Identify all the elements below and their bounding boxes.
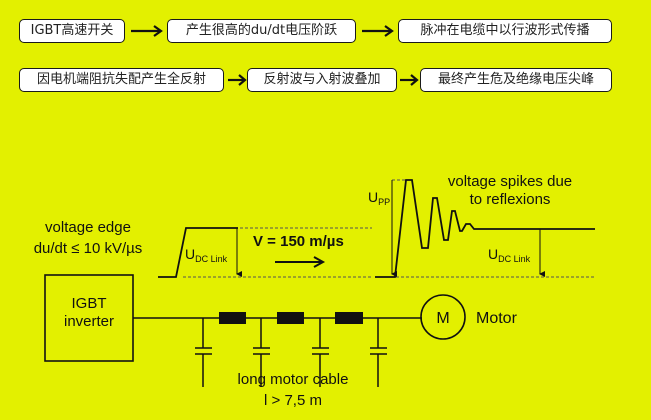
cable-inductance-2: [277, 312, 304, 324]
cable-capacitance-4: [370, 318, 387, 387]
arrow-right-icon: [362, 25, 394, 37]
motor-symbol: [420, 294, 466, 340]
voltage-edge-label: voltage edge: [45, 219, 131, 236]
flow-step-traveling-wave: 脉冲在电缆中以行波形式传播: [398, 19, 612, 43]
cable-inductance-1: [219, 312, 246, 324]
arrow-right-icon: [131, 25, 163, 37]
cable-length-label: l > 7,5 m: [264, 392, 322, 409]
voltage-spike-waveform: [375, 179, 595, 278]
motor-symbol-letter: M: [436, 310, 449, 327]
flow-step-voltage-spike: 最终产生危及绝缘电压尖峰: [420, 68, 612, 92]
flow-step-wave-superposition: 反射波与入射波叠加: [247, 68, 397, 92]
flow-step-high-dudt: 产生很高的du/dt电压阶跃: [167, 19, 356, 43]
motor-label: Motor: [476, 310, 518, 327]
upp-label: UPP: [368, 189, 390, 207]
udc-label-right: UDC Link: [488, 246, 531, 264]
udc-label: UDC Link: [185, 246, 228, 264]
dudt-label: du/dt ≤ 10 kV/µs: [34, 240, 143, 257]
voltage-spikes-label: voltage spikes due: [448, 173, 572, 190]
cable-label: long motor cable: [238, 371, 349, 388]
arrow-right-icon: [400, 74, 419, 86]
flow-step-impedance-mismatch: 因电机端阻抗失配产生全反射: [19, 68, 224, 92]
cable-capacitance-2: [253, 318, 270, 387]
cable-capacitance-1: [195, 318, 212, 387]
inverter-label-line1: IGBT: [71, 295, 106, 312]
inverter-label-line2: inverter: [64, 313, 114, 330]
propagation-arrowhead: [313, 256, 326, 268]
cable-inductance-3: [335, 312, 363, 324]
cable-capacitance-3: [312, 318, 329, 387]
voltage-step-waveform: [158, 227, 238, 278]
arrow-right-icon: [228, 74, 247, 86]
reflexions-label: to reflexions: [470, 191, 551, 208]
propagation-speed-label: V = 150 m/µs: [253, 233, 344, 250]
flow-step-igbt-switching: IGBT高速开关: [19, 19, 125, 43]
